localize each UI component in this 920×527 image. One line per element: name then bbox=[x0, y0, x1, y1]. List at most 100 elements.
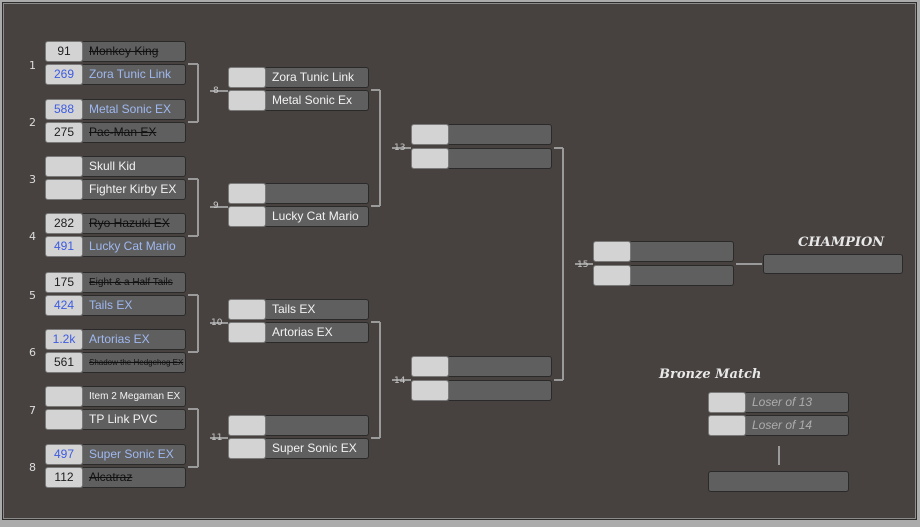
match-10-slot-b[interactable]: Artorias EX bbox=[228, 322, 369, 343]
match-number: 14 bbox=[394, 376, 406, 386]
seed-score bbox=[228, 322, 266, 343]
match-number: 2 bbox=[29, 116, 36, 129]
competitor-name: Metal Sonic Ex bbox=[266, 90, 369, 111]
match-number: 6 bbox=[29, 346, 36, 359]
match-3-slot-b[interactable]: Fighter Kirby EX bbox=[45, 179, 186, 200]
competitor-placeholder: Loser of 13 bbox=[746, 392, 849, 413]
match-7-slot-b[interactable]: TP Link PVC bbox=[45, 409, 186, 430]
match-14-slot-b[interactable] bbox=[411, 380, 552, 401]
champion-slot[interactable] bbox=[763, 254, 903, 274]
competitor-name bbox=[449, 356, 552, 377]
seed-score: 282 bbox=[45, 213, 83, 234]
bronze-slot-a[interactable]: Loser of 13 bbox=[708, 392, 849, 413]
competitor-placeholder: Loser of 14 bbox=[746, 415, 849, 436]
seed-score bbox=[45, 386, 83, 407]
competitor-name: Artorias EX bbox=[83, 329, 186, 350]
match-number: 4 bbox=[29, 230, 36, 243]
seed-score: 497 bbox=[45, 444, 83, 465]
seed-score bbox=[228, 438, 266, 459]
match-number: 11 bbox=[211, 433, 223, 443]
match-11-slot-a[interactable] bbox=[228, 415, 369, 436]
competitor-name: Skull Kid bbox=[83, 156, 186, 177]
competitor-name bbox=[266, 415, 369, 436]
seed-score: 269 bbox=[45, 64, 83, 85]
seed-score bbox=[228, 206, 266, 227]
match-number: 15 bbox=[577, 260, 589, 270]
competitor-name: Ryo Hazuki EX bbox=[83, 213, 186, 234]
competitor-name bbox=[631, 265, 734, 286]
seed-score: 491 bbox=[45, 236, 83, 257]
match-8-slot-b[interactable]: Metal Sonic Ex bbox=[228, 90, 369, 111]
competitor-name: Pac-Man EX bbox=[83, 122, 186, 143]
seed-score bbox=[228, 415, 266, 436]
match-13-slot-b[interactable] bbox=[411, 148, 552, 169]
match-number: 7 bbox=[29, 404, 36, 417]
seed-score bbox=[45, 156, 83, 177]
competitor-name bbox=[449, 148, 552, 169]
match-number: 8 bbox=[213, 86, 219, 96]
bronze-slot-b[interactable]: Loser of 14 bbox=[708, 415, 849, 436]
match-number: 10 bbox=[211, 318, 223, 328]
bronze-match-title: Bronze Match bbox=[659, 367, 762, 382]
match-9-slot-a[interactable] bbox=[228, 183, 369, 204]
champion-title: CHAMPION bbox=[798, 235, 885, 250]
competitor-name: Shadow the Hedgehog EX bbox=[83, 352, 186, 373]
competitor-name: Tails EX bbox=[83, 295, 186, 316]
competitor-name: Super Sonic EX bbox=[266, 438, 369, 459]
competitor-name: Zora Tunic Link bbox=[83, 64, 186, 85]
competitor-name: Artorias EX bbox=[266, 322, 369, 343]
match-7-slot-a[interactable]: Item 2 Megaman EX bbox=[45, 386, 186, 407]
seed-score: 424 bbox=[45, 295, 83, 316]
seed-score: 1.2k bbox=[45, 329, 83, 350]
match-14-slot-a[interactable] bbox=[411, 356, 552, 377]
competitor-name: Super Sonic EX bbox=[83, 444, 186, 465]
competitor-name: Fighter Kirby EX bbox=[83, 179, 186, 200]
competitor-name: Lucky Cat Mario bbox=[83, 236, 186, 257]
match-number: 3 bbox=[29, 173, 36, 186]
competitor-name: TP Link PVC bbox=[83, 409, 186, 430]
competitor-name: Alcatraz bbox=[83, 467, 186, 488]
competitor-name: Lucky Cat Mario bbox=[266, 206, 369, 227]
match-15-slot-b[interactable] bbox=[593, 265, 734, 286]
seed-score: 91 bbox=[45, 41, 83, 62]
bronze-winner-slot[interactable] bbox=[708, 471, 849, 492]
competitor-name: Eight & a Half Tails bbox=[83, 272, 186, 293]
match-8-slot-a[interactable]: Zora Tunic Link bbox=[228, 67, 369, 88]
competitor-name: Item 2 Megaman EX bbox=[83, 386, 186, 407]
competitor-name: Tails EX bbox=[266, 299, 369, 320]
competitor-name bbox=[449, 124, 552, 145]
seed-score bbox=[411, 356, 449, 377]
competitor-name: Zora Tunic Link bbox=[266, 67, 369, 88]
match-number: 13 bbox=[394, 143, 406, 153]
seed-score bbox=[593, 265, 631, 286]
seed-score bbox=[411, 148, 449, 169]
seed-score bbox=[593, 241, 631, 262]
match-9-slot-b[interactable]: Lucky Cat Mario bbox=[228, 206, 369, 227]
seed-score bbox=[45, 179, 83, 200]
competitor-name bbox=[266, 183, 369, 204]
match-3-slot-a[interactable]: Skull Kid bbox=[45, 156, 186, 177]
match-number: 1 bbox=[29, 59, 36, 72]
seed-score bbox=[228, 183, 266, 204]
seed-score bbox=[228, 67, 266, 88]
match-15-slot-a[interactable] bbox=[593, 241, 734, 262]
seed-score bbox=[228, 299, 266, 320]
match-11-slot-b[interactable]: Super Sonic EX bbox=[228, 438, 369, 459]
seed-score bbox=[708, 415, 746, 436]
match-10-slot-a[interactable]: Tails EX bbox=[228, 299, 369, 320]
match-13-slot-a[interactable] bbox=[411, 124, 552, 145]
seed-score bbox=[228, 90, 266, 111]
